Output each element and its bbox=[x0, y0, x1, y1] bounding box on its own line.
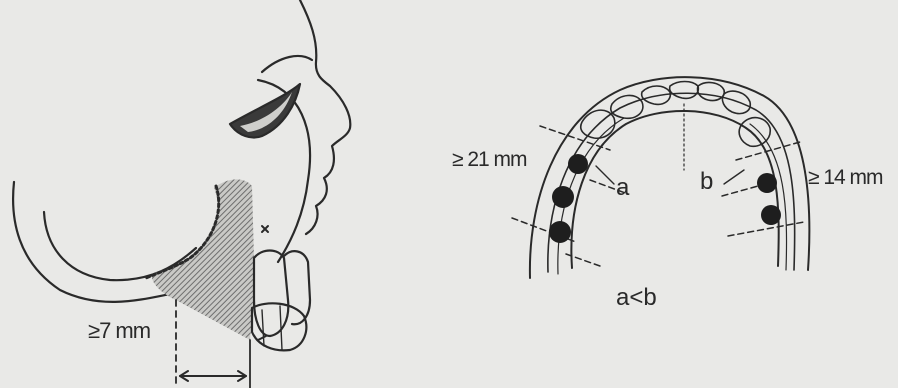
implant bbox=[761, 205, 781, 225]
implant bbox=[568, 154, 588, 174]
left-distance-label: ≥ 21 mm bbox=[452, 148, 527, 172]
implant bbox=[552, 186, 574, 208]
lateral-view bbox=[13, 0, 350, 388]
skull-outline bbox=[262, 56, 312, 72]
depth-label: ≥7 mm bbox=[88, 318, 150, 344]
orbit bbox=[230, 84, 300, 138]
sinus-shading bbox=[152, 179, 255, 340]
comparison-label: a<b bbox=[616, 284, 657, 312]
lower-tooth bbox=[252, 303, 306, 350]
face-profile bbox=[300, 0, 350, 234]
implant bbox=[549, 221, 571, 243]
implant bbox=[757, 173, 777, 193]
incisor bbox=[254, 251, 288, 337]
marker-a: a bbox=[616, 174, 629, 202]
marker-b: b bbox=[700, 168, 713, 196]
right-distance-label: ≥ 14 mm bbox=[808, 166, 883, 190]
